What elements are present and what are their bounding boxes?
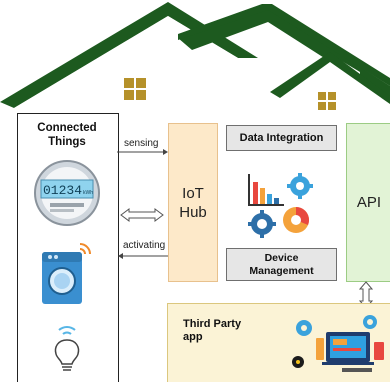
data-integration-box: Data Integration: [226, 125, 337, 151]
attic-window-right: [318, 92, 336, 110]
activating-label: activating: [123, 240, 166, 251]
api-label: API: [356, 194, 382, 211]
svg-text:kWh: kWh: [83, 190, 93, 196]
api-box: API: [346, 123, 390, 282]
smart-bulb-icon: [54, 326, 80, 371]
iot-hub-box: IoT Hub: [168, 123, 218, 282]
connected-things-title: Connected Things: [37, 122, 97, 148]
attic-window-left: [124, 78, 146, 100]
analytics-gears-icon: [248, 173, 313, 238]
bidirectional-arrow: [120, 208, 164, 222]
washing-machine-icon: [42, 243, 91, 304]
data-integration-label: Data Integration: [239, 132, 324, 144]
iot-hub-label: IoT Hub: [179, 184, 207, 221]
device-management-box: Device Management: [226, 248, 337, 281]
computer-devices-icon: [292, 315, 384, 372]
third-party-app-label: Third Party app: [183, 318, 242, 343]
activating-arrow: [118, 253, 169, 259]
meter-display: 01234: [43, 183, 82, 198]
smart-meter-icon: 01234 kWh: [34, 160, 100, 226]
connected-things-panel: [17, 113, 119, 382]
house-roof-illustration: [0, 2, 390, 112]
device-management-label: Device Management: [249, 251, 314, 277]
sensing-arrow: [117, 149, 168, 155]
sensing-label: sensing: [124, 138, 159, 149]
